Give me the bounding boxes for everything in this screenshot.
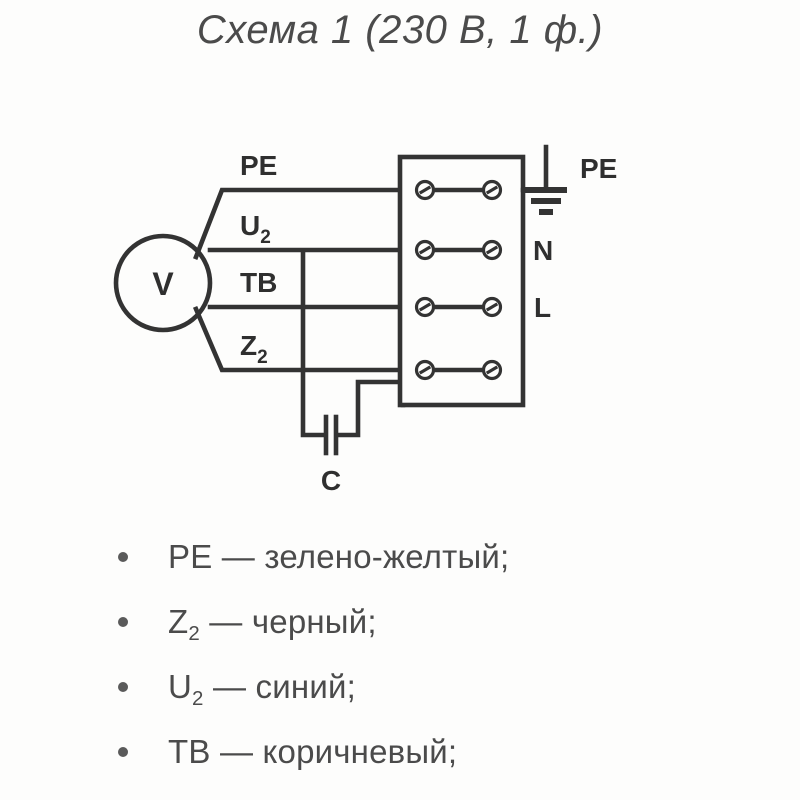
legend-desc: — синий;: [203, 668, 356, 705]
page-title: Схема 1 (230 В, 1 ф.): [196, 8, 604, 52]
wiring-diagram: V PE U2 TB Z2 PE N L C: [0, 120, 800, 520]
supply-label-l: L: [534, 292, 551, 323]
motor-circle: [113, 233, 213, 333]
legend-code: TB: [168, 733, 211, 770]
bullet-icon: [118, 682, 128, 692]
legend-item-label: TB — коричневый;: [168, 730, 457, 779]
wire-label-u2: U2: [240, 210, 271, 248]
supply-label-pe: PE: [580, 153, 617, 184]
wire-label-pe: PE: [240, 150, 277, 181]
legend-item-label: U2 — синий;: [168, 665, 356, 714]
terminal-screw-1a: [414, 179, 436, 201]
wire-z2: [192, 305, 428, 373]
legend-item-z2: Z2 — черный;: [118, 600, 758, 665]
legend-item-u2: U2 — синий;: [118, 665, 758, 730]
legend-desc: — черный;: [199, 603, 377, 640]
wire-pe: [193, 187, 428, 260]
legend-sub: 2: [192, 686, 204, 710]
legend-list: PE — зелено-желтый; Z2 — черный; U2 — си…: [118, 535, 758, 795]
capacitor-label: C: [321, 465, 341, 496]
capacitor-right-lead: [337, 379, 406, 438]
terminal-screw-2b: [481, 239, 503, 261]
supply-label-n: N: [533, 235, 553, 266]
earth-ground-icon: [525, 187, 567, 215]
legend-item-label: PE — зелено-желтый;: [168, 535, 509, 584]
motor-symbol-label: V: [152, 266, 174, 302]
capacitor-left-lead: [300, 250, 325, 438]
terminal-screw-4b: [481, 359, 503, 381]
legend-item-label: Z2 — черный;: [168, 600, 377, 649]
legend-desc: — коричневый;: [210, 733, 458, 770]
terminal-screw-4a: [414, 359, 436, 381]
legend-item-tb: TB — коричневый;: [118, 730, 758, 795]
bullet-icon: [118, 552, 128, 562]
wire-label-z2: Z2: [240, 330, 268, 368]
wiring-diagram-svg: V PE U2 TB Z2 PE N L C: [113, 144, 617, 496]
bullet-icon: [118, 747, 128, 757]
legend-item-pe: PE — зелено-желтый;: [118, 535, 758, 600]
legend-sub: 2: [188, 621, 200, 645]
terminal-screw-3b: [481, 296, 503, 318]
terminal-screw-3a: [414, 296, 436, 318]
terminal-screw-2a: [414, 239, 436, 261]
wire-label-tb: TB: [240, 267, 277, 298]
legend-desc: — зелено-желтый;: [212, 538, 510, 575]
legend-code: U: [168, 668, 193, 705]
bullet-icon: [118, 617, 128, 627]
terminal-screw-1b: [481, 179, 503, 201]
legend-code: PE: [168, 538, 213, 575]
legend-code: Z: [168, 603, 189, 640]
